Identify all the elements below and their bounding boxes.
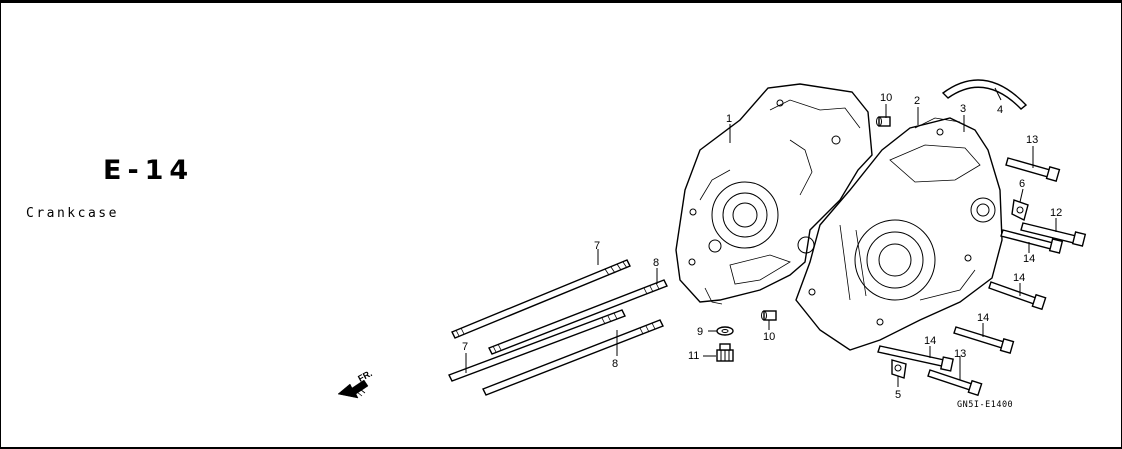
dowel-pin-upper [876,116,891,127]
callout-14-a: 14 [1023,253,1035,265]
callout-7-lower: 7 [462,341,468,353]
callout-10-lower: 10 [763,331,775,343]
callout-11: 11 [688,350,699,362]
section-code: E-14 [103,155,195,186]
callout-14-c: 14 [977,312,989,324]
callout-5: 5 [895,389,901,401]
bolt-14-a [1000,229,1064,254]
dowel-pin-lower [761,310,777,321]
drain-bolt [716,343,734,362]
left-crankcase-half [675,83,873,305]
bolt-14-b [988,281,1047,311]
stud-7-upper [451,259,631,339]
sealing-washer [716,326,734,336]
callout-4: 4 [997,104,1003,116]
bolt-14-c [953,326,1015,355]
callout-2: 2 [914,95,920,107]
callout-1: 1 [726,113,732,125]
stud-bolts [448,259,668,396]
direction-label: FR. [356,368,373,384]
callout-12: 12 [1050,207,1062,219]
callout-numbers: 1 2 3 4 5 6 7 7 8 8 9 10 10 11 12 13 13 … [462,92,1062,401]
clamp-6 [1011,199,1029,222]
breather-hose [941,79,1028,110]
bolt-14-d [877,345,954,372]
callout-9: 9 [697,326,703,338]
callout-14-b: 14 [1013,272,1025,284]
clamp-5 [891,359,907,379]
front-direction-arrow: FR. [337,368,374,399]
bolt-12 [1020,222,1087,247]
callout-8-lower: 8 [612,358,618,370]
stud-8-upper [488,279,668,355]
section-title: Crankcase [26,206,119,221]
callout-7-upper: 7 [594,240,600,252]
callout-3: 3 [960,103,966,115]
stud-7-lower [448,309,626,382]
callout-8-upper: 8 [653,257,659,269]
diagram-reference-code: GN5I-E1400 [957,400,1013,410]
bolt-13-lower [927,369,983,397]
callout-10-upper: 10 [880,92,892,104]
callout-6: 6 [1019,178,1025,190]
callout-13-lower: 13 [954,348,966,360]
bolt-13-upper [1005,157,1061,183]
callout-13-upper: 13 [1026,134,1038,146]
callout-14-d: 14 [924,335,936,347]
right-crankcase-half [795,117,1003,351]
stud-8-lower [482,319,664,396]
leader-lines [465,87,1057,387]
